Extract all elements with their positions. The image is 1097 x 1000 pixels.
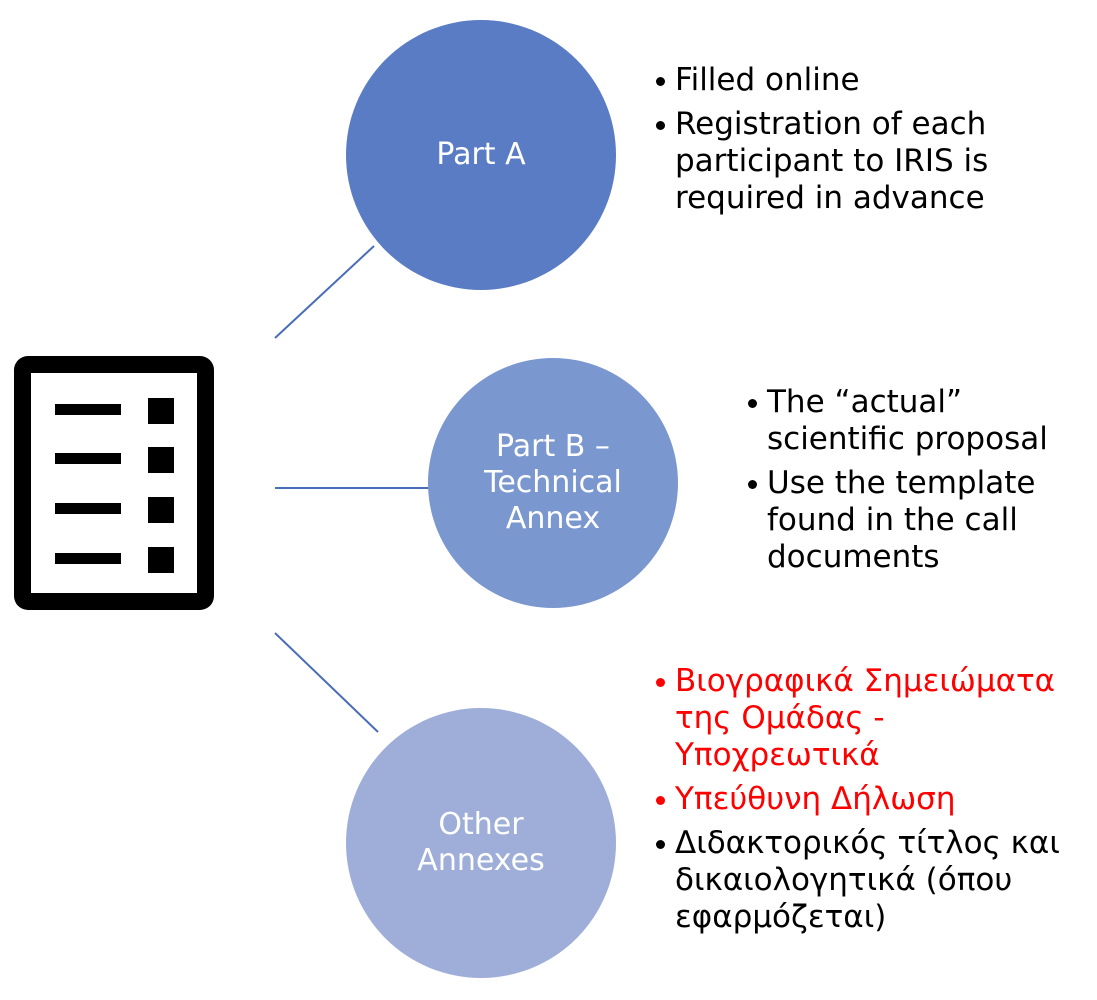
other-annexes-bullet-list: Βιογραφικά Σημειώματα της Ομάδας - Υποχρ… [656,663,1076,943]
checklist-line [55,553,121,564]
bullet-item: Registration of each participant to IRIS… [656,106,1056,217]
bullet-item: Διδακτορικός τίτλος και δικαιολογητικά (… [656,825,1076,936]
checklist-line [55,453,121,464]
checklist-row [55,497,174,523]
part-a-bullet-list: Filled online Registration of each parti… [656,62,1056,224]
node-part-a-label: Part A [436,137,526,172]
bullet-item: Filled online [656,62,1056,99]
checklist-line [55,503,121,514]
bullet-item: Υπεύθυνη Δήλωση [656,781,1076,818]
node-part-b: Part B – Technical Annex [428,358,678,608]
checklist-row [55,398,174,424]
checklist-box [148,547,174,573]
bullet-item: Βιογραφικά Σημειώματα της Ομάδας - Υποχρ… [656,663,1076,774]
checklist-box [148,398,174,424]
checklist-row [55,547,174,573]
node-part-b-label: Part B – Technical Annex [484,429,622,536]
checklist-line [55,404,121,415]
node-other-annexes: Other Annexes [346,708,616,978]
bullet-item: Use the template found in the call docum… [748,465,1093,576]
part-b-bullet-list: The “actual” scientific proposal Use the… [748,384,1093,583]
checklist-box [148,497,174,523]
checklist-row [55,447,174,473]
checklist-box [148,447,174,473]
connector-other [274,632,379,733]
node-other-annexes-label: Other Annexes [417,807,545,878]
bullet-item: The “actual” scientific proposal [748,384,1093,458]
checklist-document-icon [14,356,214,610]
node-part-a: Part A [346,20,616,290]
connector-part-a [274,245,375,339]
